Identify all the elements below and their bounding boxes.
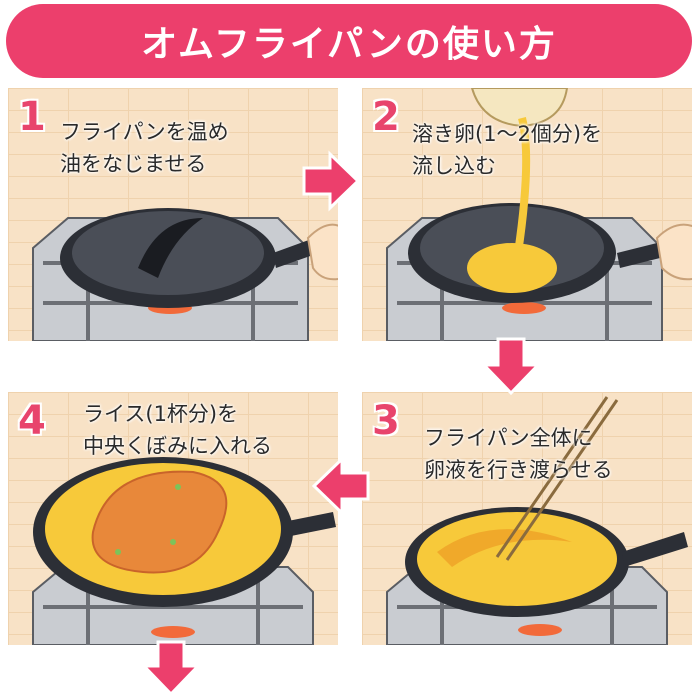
chopsticks-icon	[495, 396, 619, 561]
step-2-illustration	[386, 88, 692, 341]
title-banner: オムフライパンの使い方	[6, 4, 692, 78]
egg-icon	[467, 243, 557, 293]
caption-line: 溶き卵(1～2個分)を	[412, 122, 603, 146]
step-caption: ライス(1杯分)を 中央くぼみに入れる	[83, 398, 272, 462]
caption-line: フライパンを温め	[60, 120, 229, 144]
step-number: 2	[372, 94, 400, 140]
step-2-panel: 2 溶き卵(1～2個分)を 流し込む	[362, 88, 692, 341]
arrow-down-icon	[480, 337, 542, 396]
caption-line: 油をなじませる	[60, 152, 207, 176]
step-3-panel: 3 フライパン全体に 卵液を行き渡らせる	[362, 392, 692, 645]
caption-line: 中央くぼみに入れる	[83, 434, 272, 458]
rice-icon	[91, 470, 228, 574]
step-caption: フライパン全体に 卵液を行き渡らせる	[424, 422, 613, 486]
step-4-panel: 4 ライス(1杯分)を 中央くぼみに入れる	[8, 392, 338, 645]
hand-icon	[655, 223, 692, 281]
hand-icon	[306, 223, 338, 281]
caption-line: フライパン全体に	[424, 426, 593, 450]
pan-handle-icon	[283, 512, 336, 537]
caption-line: 流し込む	[412, 154, 496, 178]
flame-icon	[518, 624, 562, 636]
flame-icon	[502, 302, 546, 314]
arrow-left-icon	[311, 455, 370, 517]
step-1-panel: 1 フライパンを温め 油をなじませる	[8, 88, 338, 341]
step-number: 3	[372, 398, 400, 444]
step-caption: フライパンを温め 油をなじませる	[60, 116, 229, 180]
step-1-illustration	[32, 208, 338, 341]
step-3-illustration	[386, 396, 688, 645]
pan-handle-icon	[622, 532, 688, 567]
step-number: 4	[18, 398, 46, 444]
egg-icon	[417, 512, 617, 606]
step-4-illustration	[32, 457, 336, 645]
flame-icon	[151, 626, 195, 638]
caption-line: ライス(1杯分)を	[83, 402, 239, 426]
step-number: 1	[18, 94, 46, 140]
egg-stream-icon	[514, 117, 531, 254]
arrow-down-icon	[140, 640, 202, 697]
arrow-right-icon	[302, 150, 361, 212]
page-title: オムフライパンの使い方	[141, 24, 557, 65]
step-caption: 溶き卵(1～2個分)を 流し込む	[412, 118, 602, 182]
caption-line: 卵液を行き渡らせる	[424, 458, 613, 482]
